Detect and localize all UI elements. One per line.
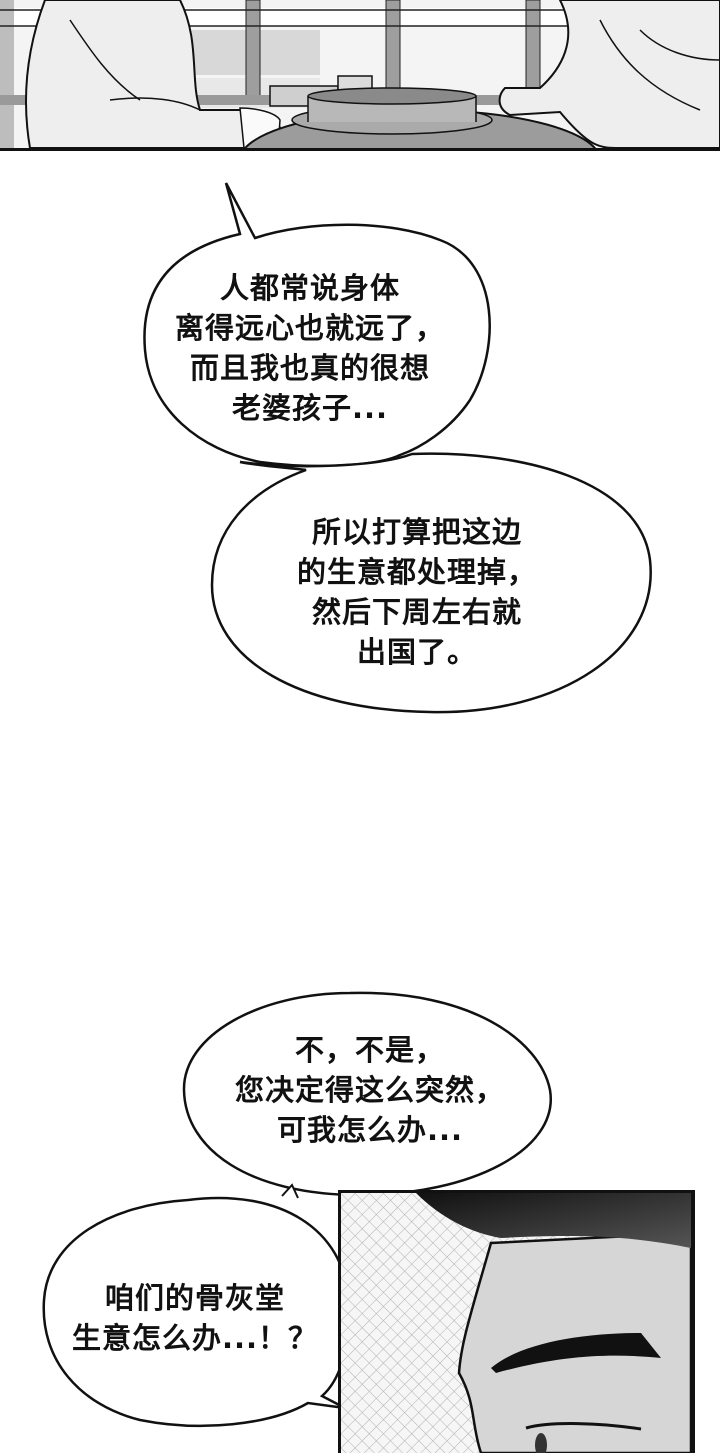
face-closeup-illustration (341, 1193, 691, 1453)
panel-table-scene (0, 0, 720, 151)
bubble-2-text: 所以打算把这边 的生意都处理掉， 然后下周左右就 出国了。 (272, 512, 562, 672)
bubble-3-line-3: 可我怎么办... (276, 1113, 464, 1147)
bubble-3-line-1: 不，不是， (294, 1033, 445, 1067)
bubble-1-line-2: 离得远心也就远了， (174, 311, 445, 345)
bubble-2-line-3: 然后下周左右就 (311, 595, 522, 629)
bubble-3-line-2: 您决定得这么突然， (234, 1073, 505, 1107)
panel-face-closeup (338, 1190, 695, 1453)
table-scene-illustration (0, 0, 720, 148)
bubble-4-line-2: 生意怎么办...！？ (71, 1321, 319, 1355)
bubble-3-text: 不，不是， 您决定得这么突然， 可我怎么办... (210, 1030, 530, 1150)
bubble-2-line-4: 出国了。 (356, 635, 477, 669)
bubble-1-line-4: 老婆孩子... (231, 391, 389, 425)
bubble-1-text: 人都常说身体 离得远心也就远了， 而且我也真的很想 老婆孩子... (145, 268, 475, 428)
bubble-4-text: 咱们的骨灰堂 生意怎么办...！？ (60, 1278, 330, 1358)
bubble-1-line-1: 人都常说身体 (219, 271, 400, 305)
bubble-4-line-1: 咱们的骨灰堂 (104, 1281, 285, 1315)
bubble-1-line-3: 而且我也真的很想 (189, 351, 430, 385)
bubble-2-line-2: 的生意都处理掉， (296, 555, 537, 589)
bubble-2-line-1: 所以打算把这边 (311, 515, 522, 549)
speech-bubble-2 (210, 452, 652, 714)
speech-bubble-1 (143, 182, 491, 468)
